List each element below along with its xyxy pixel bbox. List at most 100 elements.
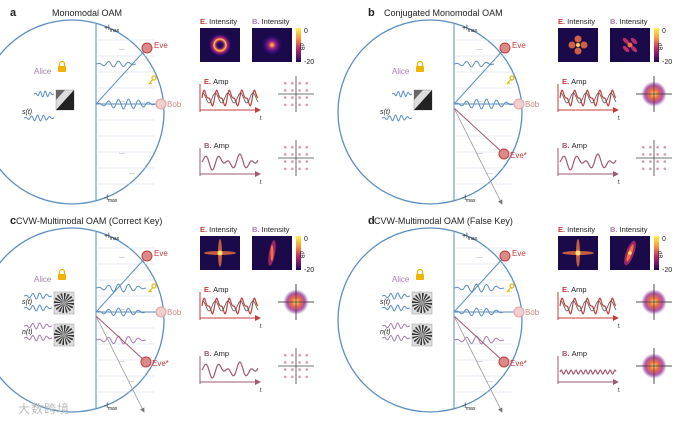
b-intensity-map	[252, 28, 292, 62]
bob-node	[155, 306, 167, 318]
leak-beam	[453, 315, 503, 413]
b-amp-plot: tB. Amp	[199, 141, 262, 186]
input-wave	[33, 90, 55, 98]
eve-node	[499, 42, 511, 54]
signal-s-label: s(t)	[22, 109, 32, 116]
phase-plate	[55, 89, 75, 111]
panel-title: CVW-Multimodal OAM (Correct Key)	[16, 216, 162, 226]
axis-t-label: t	[618, 388, 620, 394]
l-max-top-label: +lmax	[104, 25, 120, 34]
phase-plate-lower	[411, 323, 433, 347]
e-constellation	[636, 284, 672, 320]
key-icon	[148, 283, 157, 293]
leak-beam	[95, 315, 145, 413]
ellipsis-label: ...	[129, 377, 135, 384]
ellipsis-label: ...	[477, 45, 483, 52]
alice-label: Alice	[34, 275, 52, 284]
b-intensity-map	[252, 236, 292, 270]
ellipsis-label: ...	[477, 253, 483, 260]
eve-label: Eve	[512, 41, 526, 50]
e-amp-plot: t E. Amp	[199, 77, 262, 122]
bob-node	[155, 98, 167, 110]
alice-wave-4	[23, 334, 53, 342]
signal-s-label: s(t)	[22, 299, 32, 306]
bob-label: Bob	[525, 308, 540, 317]
bob-node	[513, 306, 525, 318]
phase-plate-lower	[53, 323, 75, 347]
watermark-text: 大数跨境	[18, 402, 71, 416]
axis-t-label: t	[618, 180, 620, 186]
mode-wave-1	[453, 283, 505, 293]
e-intensity-map	[200, 236, 240, 270]
eve-star-node	[140, 356, 152, 368]
signal-s-label: s(t)	[380, 299, 390, 306]
eve-beam	[453, 47, 506, 105]
alice-wave-1	[23, 292, 53, 300]
ellipsis-label: ...	[119, 253, 125, 260]
lock-icon	[416, 60, 424, 72]
e-intensity-label: E. Intensity	[200, 225, 237, 234]
colorbar-min-label: -20	[662, 267, 672, 274]
amp-label: E. Amp	[204, 77, 229, 86]
eve-star-beam	[453, 107, 505, 155]
axis-t-label: t	[618, 116, 620, 122]
l-max-bottom-label: -lmax	[104, 195, 118, 204]
signal-wave	[381, 114, 413, 122]
eve-star-node	[498, 148, 510, 160]
eve-star-label: Eve*	[152, 359, 169, 368]
ellipsis-label: ...	[477, 305, 483, 312]
mode-wave-1	[95, 283, 147, 293]
e-intensity-label: E. Intensity	[558, 17, 595, 26]
key-icon	[506, 75, 515, 85]
alice-wave-3	[23, 322, 53, 330]
panel-letter: a	[10, 7, 17, 19]
ellipsis-label: ...	[477, 357, 483, 364]
mode-wave-3	[95, 335, 147, 345]
signal-wave	[23, 114, 55, 122]
phase-plate-upper	[53, 291, 75, 315]
amp-label: B. Amp	[204, 349, 229, 358]
l-max-bottom-label: -lmax	[104, 403, 118, 412]
alice-wave-4	[381, 334, 411, 342]
e-constellation	[278, 284, 314, 320]
colorbar-unit-label: dB	[656, 43, 662, 50]
colorbar-min-label: -20	[304, 59, 314, 66]
alice-label: Alice	[34, 67, 52, 76]
eve-node	[141, 42, 153, 54]
eve-star-label: Eve*	[510, 359, 527, 368]
b-intensity-label: B. Intensity	[610, 225, 648, 234]
e-intensity-label: E. Intensity	[200, 17, 237, 26]
key-icon	[148, 75, 157, 85]
ellipsis-label: ...	[487, 377, 493, 384]
alice-wave-2	[381, 304, 411, 312]
e-constellation	[636, 76, 672, 112]
ellipsis-label: ...	[119, 149, 125, 156]
colorbar-unit-label: dB	[656, 251, 662, 258]
alice-wave-2	[23, 304, 53, 312]
colorbar-unit-label: dB	[298, 251, 304, 258]
bob-label: Bob	[525, 100, 540, 109]
lock-icon	[416, 268, 424, 280]
e-intensity-label: E. Intensity	[558, 225, 595, 234]
eve-star-node	[498, 356, 510, 368]
eve-star-beam	[453, 315, 505, 363]
ellipsis-label: ...	[119, 97, 125, 104]
axis-t-label: t	[260, 116, 262, 122]
leak-beam	[453, 107, 503, 205]
e-constellation	[278, 76, 314, 112]
upper-wave	[453, 60, 495, 68]
alice-wave-1	[381, 292, 411, 300]
alice-label: Alice	[392, 67, 410, 76]
mode-wave-3	[453, 335, 505, 345]
panel-letter: d	[368, 215, 375, 227]
bob-label: Bob	[167, 100, 182, 109]
l-max-top-label: +lmax	[462, 233, 478, 242]
